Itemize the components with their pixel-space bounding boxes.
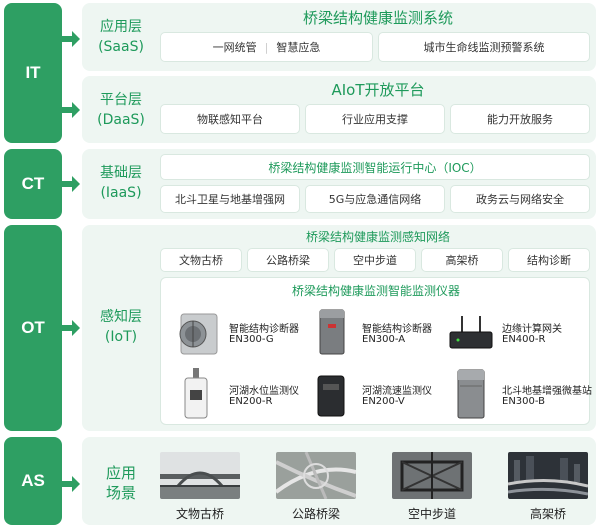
scene-viaduct-image bbox=[508, 452, 588, 499]
device-model: EN300-B bbox=[502, 396, 545, 407]
device-card: 边缘计算网关 EN400-R bbox=[446, 304, 576, 364]
sense-item-highway: 公路桥梁 bbox=[247, 248, 329, 272]
side-label-as: AS bbox=[4, 437, 62, 525]
scene-ancient-bridge-image bbox=[160, 452, 240, 499]
device-model: EN200-R bbox=[229, 396, 273, 407]
round-sensor-device-icon bbox=[179, 313, 218, 355]
arrow-right-icon bbox=[62, 320, 80, 336]
device-card: 河湖流速监测仪 EN200-V bbox=[306, 366, 436, 426]
sense-layer-title: 桥梁结构健康监测感知网络 bbox=[305, 230, 450, 244]
sense-item-diagnosis: 结构诊断 bbox=[508, 248, 590, 272]
app-layer-name: 应用层 (SaaS) bbox=[98, 19, 144, 55]
device-card: 河湖水位监测仪 EN200-R bbox=[173, 366, 303, 426]
scene-highway-bridge-image bbox=[276, 452, 356, 499]
device-name: 河湖流速监测仪 bbox=[362, 386, 432, 397]
device-model: EN400-R bbox=[502, 334, 546, 345]
divider: | bbox=[264, 40, 269, 54]
app-item-emergency: 智慧应急 bbox=[276, 41, 321, 54]
water-level-device-icon bbox=[184, 368, 208, 419]
device-card: 智能结构诊断器 EN300-A bbox=[306, 304, 436, 364]
infra-item-beidou: 北斗卫星与地基增强网 bbox=[160, 185, 300, 213]
platform-layer-panel: 平台层 (DaaS) AIoT开放平台 物联感知平台 行业应用支撑 能力开放服务 bbox=[82, 76, 596, 143]
platform-layer-title: AIoT开放平台 bbox=[331, 81, 425, 99]
infra-layer-name: 基础层 (IaaS) bbox=[100, 165, 142, 201]
side-label-ct: CT bbox=[4, 149, 62, 219]
infra-item-cloud: 政务云与网络安全 bbox=[450, 185, 590, 213]
scene-label: 公路桥梁 bbox=[291, 507, 340, 521]
platform-item-open: 能力开放服务 bbox=[450, 104, 590, 134]
sense-item-skywalk: 空中步道 bbox=[334, 248, 416, 272]
infra-layer-title: 桥梁结构健康监测智能运行中心（IOC） bbox=[160, 154, 590, 180]
sense-layer-name: 感知层 (IoT) bbox=[100, 309, 142, 345]
device-name: 智能结构诊断器 bbox=[362, 324, 432, 335]
app-layer-panel: 应用层 (SaaS) 桥梁结构健康监测系统 一网统管 | 智慧应急 城市生命线监… bbox=[82, 3, 596, 71]
device-card: 智能结构诊断器 EN300-G bbox=[173, 304, 303, 364]
device-model: EN300-G bbox=[229, 334, 274, 345]
infra-layer-panel: 基础层 (IaaS) 桥梁结构健康监测智能运行中心（IOC） 北斗卫星与地基增强… bbox=[82, 149, 596, 219]
arrow-right-icon bbox=[62, 102, 80, 118]
platform-item-iot: 物联感知平台 bbox=[160, 104, 300, 134]
device-panel: 桥梁结构健康监测智能监测仪器 智能结构诊断器 EN300-G 智能结构诊断器 E… bbox=[160, 277, 592, 426]
app-item-unified: 一网统管 bbox=[212, 41, 257, 54]
scene-layer-name: 应用 场景 bbox=[105, 464, 136, 502]
device-model: EN200-V bbox=[362, 396, 405, 407]
box-sensor-device-icon bbox=[319, 309, 345, 355]
device-name: 边缘计算网关 bbox=[502, 324, 562, 335]
side-label-it: IT bbox=[4, 3, 62, 143]
sense-layer-panel: 感知层 (IoT) 桥梁结构健康监测感知网络 文物古桥 公路桥梁 空中步道 高架… bbox=[82, 225, 596, 431]
app-item-group: 一网统管 | 智慧应急 bbox=[160, 32, 373, 62]
arrow-right-icon bbox=[62, 476, 80, 492]
platform-layer-name: 平台层 (DaaS) bbox=[97, 92, 145, 128]
sense-item-viaduct: 高架桥 bbox=[421, 248, 503, 272]
arrow-right-icon bbox=[62, 31, 80, 47]
device-name: 智能结构诊断器 bbox=[229, 324, 299, 335]
app-layer-title: 桥梁结构健康监测系统 bbox=[302, 9, 453, 27]
scene-label: 文物古桥 bbox=[175, 507, 224, 521]
app-item-lifeline: 城市生命线监测预警系统 bbox=[378, 32, 590, 62]
device-name: 北斗地基增强微基站 bbox=[502, 386, 592, 397]
device-name: 河湖水位监测仪 bbox=[229, 386, 299, 397]
device-panel-title: 桥梁结构健康监测智能监测仪器 bbox=[291, 284, 460, 298]
scene-label: 空中步道 bbox=[407, 507, 456, 521]
infra-item-5g: 5G与应急通信网络 bbox=[305, 185, 445, 213]
device-model: EN300-A bbox=[362, 334, 406, 345]
base-station-device-icon bbox=[457, 369, 485, 419]
side-label-ot: OT bbox=[4, 225, 62, 431]
device-card: 北斗地基增强微基站 EN300-B bbox=[446, 366, 592, 426]
scene-label: 高架桥 bbox=[529, 507, 566, 521]
flow-speed-device-icon bbox=[317, 375, 345, 417]
gateway-device-icon bbox=[449, 316, 493, 349]
platform-item-support: 行业应用支撑 bbox=[305, 104, 445, 134]
sense-item-ancient: 文物古桥 bbox=[160, 248, 242, 272]
scene-skywalk-image bbox=[392, 452, 472, 499]
arrow-right-icon bbox=[62, 176, 80, 192]
